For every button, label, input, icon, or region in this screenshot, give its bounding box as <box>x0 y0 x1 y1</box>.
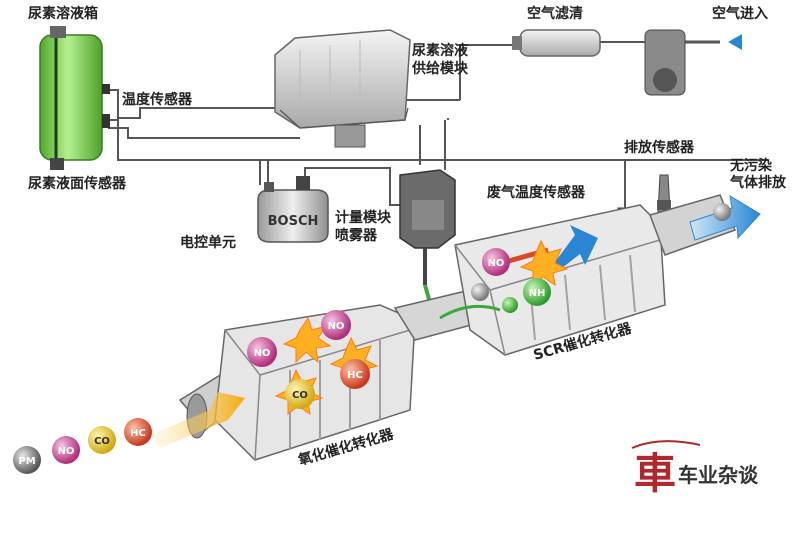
svg-text:NH: NH <box>529 288 546 299</box>
svg-text:HC: HC <box>347 370 363 381</box>
supply-module <box>274 29 411 148</box>
svg-text:PM: PM <box>18 456 35 467</box>
molecule-hc: HC <box>340 359 370 389</box>
svg-text:NO: NO <box>254 348 271 359</box>
urea-tank <box>39 26 110 170</box>
level-sensor-label: 尿素液面传感器 <box>28 175 127 192</box>
clean-gas-arrow-icon <box>689 195 761 241</box>
air-filter-label: 空气滤清 <box>527 5 583 22</box>
molecule-co: CO <box>88 426 116 454</box>
svg-text:HC: HC <box>130 428 146 439</box>
temp-sensor-icon <box>102 84 110 94</box>
svg-text:NO: NO <box>488 258 505 269</box>
air-in-label: 空气进入 <box>712 5 768 22</box>
bosch-brand-label: BOSCH <box>268 214 319 229</box>
logo-text: 车业杂谈 <box>678 463 759 487</box>
temp-sensor-label: 温度传感器 <box>122 91 193 108</box>
molecules: PM NO CO HC NO NO HC CO <box>13 248 551 474</box>
molecule-nh: NH <box>523 278 551 306</box>
supply-module-label: 尿素溶液供给模块 <box>411 42 469 77</box>
exhaust-sensor <box>657 174 671 213</box>
svg-text:NO: NO <box>58 446 75 457</box>
molecule-no: NO <box>482 248 510 276</box>
svg-text:NO: NO <box>328 321 345 332</box>
molecule-no: NO <box>321 310 351 340</box>
logo-glyph: 車 <box>634 449 676 498</box>
molecule-ammonia-small <box>439 283 518 320</box>
exhaust-flow-arrow <box>150 392 245 448</box>
urea-tank-label: 尿素溶液箱 <box>28 5 98 22</box>
svg-text:CO: CO <box>292 390 308 401</box>
clean-exhaust-label: 无污染气体排放 <box>729 157 787 191</box>
svg-text:CO: CO <box>94 436 110 447</box>
molecule-pm: PM <box>13 446 41 474</box>
dosing-module-label: 计量模块喷雾器 <box>335 209 392 244</box>
brand-logo: 車 车业杂谈 <box>631 440 759 498</box>
ecu-label: 电控单元 <box>180 234 236 251</box>
molecule-no: NO <box>247 337 277 367</box>
wiring-lines <box>108 41 768 210</box>
dosing-module <box>399 169 456 320</box>
air-inlet-arrow-icon <box>728 34 770 50</box>
air-filter <box>512 29 720 96</box>
molecule-hc: HC <box>124 418 152 446</box>
molecule-no: NO <box>52 436 80 464</box>
ecu-box <box>257 176 329 243</box>
molecule-co: CO <box>285 379 315 409</box>
exhaust-temp-sensor-label: 废气温度传感器 <box>487 184 586 201</box>
exhaust-sensor-label: 排放传感器 <box>624 139 695 156</box>
